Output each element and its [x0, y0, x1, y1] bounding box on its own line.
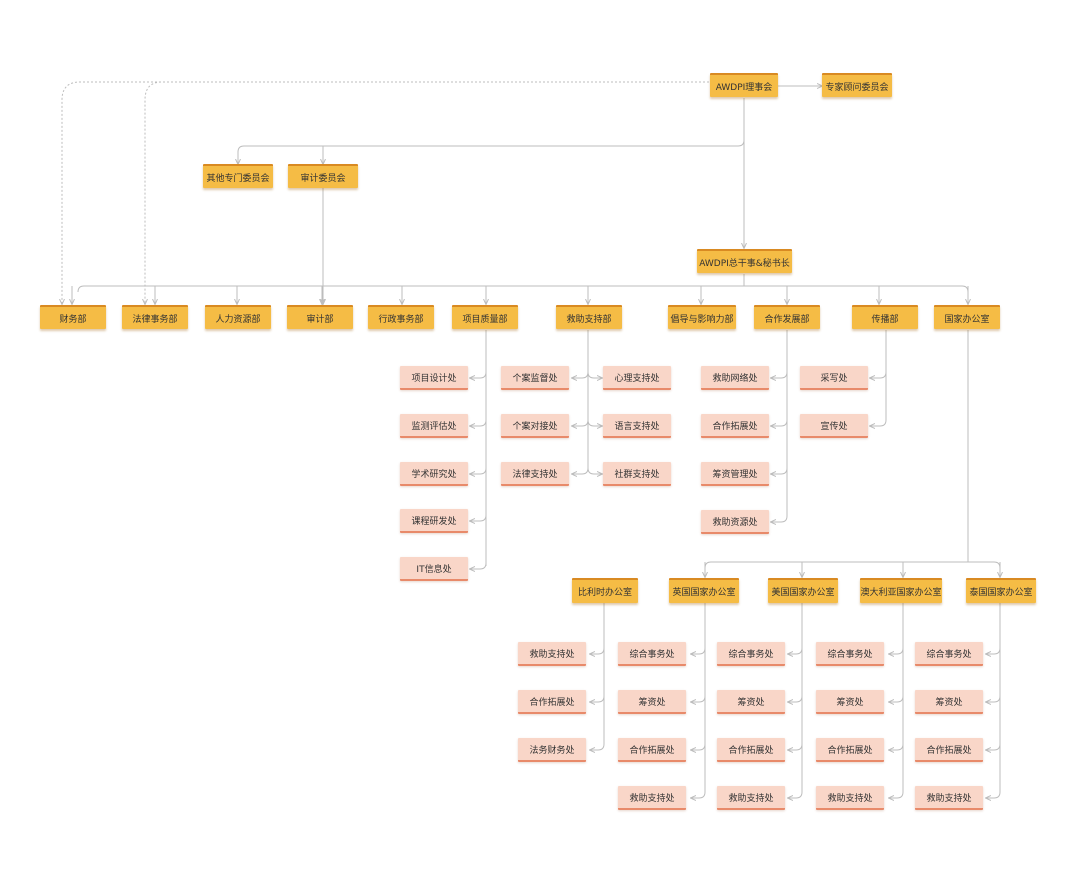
conn-coop-child-0 [771, 371, 788, 378]
node-dept-legal[interactable]: 法律事务部 [122, 305, 188, 329]
conn-quality-child-3 [470, 514, 487, 521]
node-uk-1[interactable]: 筹资处 [618, 690, 686, 714]
conn-office-0-child-2 [590, 743, 605, 750]
conn-quality-child-0 [470, 371, 487, 378]
node-th-0[interactable]: 综合事务处 [915, 642, 983, 666]
node-dept-quality[interactable]: 项目质量部 [452, 305, 518, 329]
node-office-2[interactable]: 美国国家办公室 [768, 578, 838, 603]
conn-office-3-child-1 [889, 695, 904, 702]
conn-quality-child-2 [470, 467, 487, 474]
conn-dept-bus [77, 285, 969, 293]
node-rescue-right-2[interactable]: 社群支持处 [603, 462, 671, 486]
conn-office-0-child-1 [590, 695, 605, 702]
conn-rescue-right-2 [587, 467, 602, 474]
conn-office-1-child-1 [691, 695, 706, 702]
node-au-0[interactable]: 综合事务处 [816, 642, 884, 666]
node-us-2[interactable]: 合作拓展处 [717, 738, 785, 762]
conn-comms-child-1 [870, 419, 887, 426]
conn-office-1-child-3 [691, 791, 706, 798]
node-us-3[interactable]: 救助支持处 [717, 786, 785, 810]
conn-office-4-child-0 [986, 647, 1001, 654]
node-belgium-1[interactable]: 合作拓展处 [518, 690, 586, 714]
node-belgium-0[interactable]: 救助支持处 [518, 642, 586, 666]
node-uk-0[interactable]: 综合事务处 [618, 642, 686, 666]
node-board[interactable]: AWDPI理事会 [710, 73, 778, 97]
conn-quality-child-1 [470, 419, 487, 426]
conn-office-4-child-3 [986, 791, 1001, 798]
conn-dashed-finance [62, 81, 709, 304]
conn-board-committees [238, 98, 745, 164]
conn-office-4-child-1 [986, 695, 1001, 702]
node-us-1[interactable]: 筹资处 [717, 690, 785, 714]
node-au-3[interactable]: 救助支持处 [816, 786, 884, 810]
conn-coop-child-2 [771, 467, 788, 474]
node-other-committee[interactable]: 其他专门委员会 [203, 164, 273, 188]
node-dept-hr[interactable]: 人力资源部 [205, 305, 271, 329]
node-office-1[interactable]: 英国国家办公室 [669, 578, 739, 603]
node-rescue-left-2[interactable]: 法律支持处 [501, 462, 569, 486]
node-rescue-left-1[interactable]: 个案对接处 [501, 414, 569, 438]
node-comms-1[interactable]: 宣传处 [800, 414, 868, 438]
conn-office-3-child-3 [889, 791, 904, 798]
conn-comms-child-0 [870, 371, 887, 378]
node-dept-finance[interactable]: 财务部 [40, 305, 106, 329]
conn-rescue-right-0 [587, 371, 602, 378]
conn-rescue-right-1 [587, 419, 602, 426]
conn-quality-child-4 [470, 562, 487, 569]
node-uk-3[interactable]: 救助支持处 [618, 786, 686, 810]
node-quality-0[interactable]: 项目设计处 [400, 366, 468, 390]
node-quality-2[interactable]: 学术研究处 [400, 462, 468, 486]
node-office-3[interactable]: 澳大利亚国家办公室 [860, 578, 942, 603]
node-comms-0[interactable]: 采写处 [800, 366, 868, 390]
node-quality-1[interactable]: 监测评估处 [400, 414, 468, 438]
node-dept-coop[interactable]: 合作发展部 [754, 305, 820, 329]
node-uk-2[interactable]: 合作拓展处 [618, 738, 686, 762]
node-th-3[interactable]: 救助支持处 [915, 786, 983, 810]
conn-office-0-child-0 [590, 647, 605, 654]
conn-office-3-child-0 [889, 647, 904, 654]
node-rescue-left-0[interactable]: 个案监督处 [501, 366, 569, 390]
conn-office-bus [704, 561, 1001, 569]
node-secretary-general[interactable]: AWDPI总干事&秘书长 [697, 249, 792, 273]
conn-office-2-child-0 [788, 647, 803, 654]
node-expert-committee[interactable]: 专家顾问委员会 [822, 73, 892, 97]
node-office-4[interactable]: 泰国国家办公室 [966, 578, 1036, 603]
conn-coop-child-1 [771, 419, 788, 426]
node-office-0[interactable]: 比利时办公室 [572, 578, 638, 603]
conn-coop-child-3 [771, 515, 788, 522]
node-coop-3[interactable]: 救助资源处 [701, 510, 769, 534]
conn-dashed-legal [145, 81, 709, 304]
node-us-0[interactable]: 综合事务处 [717, 642, 785, 666]
node-coop-1[interactable]: 合作拓展处 [701, 414, 769, 438]
conn-office-2-child-3 [788, 791, 803, 798]
node-dept-national[interactable]: 国家办公室 [934, 305, 1000, 329]
node-dept-advocacy[interactable]: 倡导与影响力部 [668, 305, 736, 329]
node-quality-3[interactable]: 课程研发处 [400, 509, 468, 533]
node-rescue-right-1[interactable]: 语言支持处 [603, 414, 671, 438]
conn-office-2-child-1 [788, 695, 803, 702]
node-coop-0[interactable]: 救助网络处 [701, 366, 769, 390]
node-rescue-right-0[interactable]: 心理支持处 [603, 366, 671, 390]
node-th-2[interactable]: 合作拓展处 [915, 738, 983, 762]
conn-office-3-child-2 [889, 743, 904, 750]
node-belgium-2[interactable]: 法务财务处 [518, 738, 586, 762]
node-dept-comms[interactable]: 传播部 [852, 305, 918, 329]
conn-office-4-child-2 [986, 743, 1001, 750]
node-quality-4[interactable]: IT信息处 [400, 557, 468, 581]
node-audit-committee[interactable]: 审计委员会 [288, 164, 358, 188]
node-dept-audit[interactable]: 审计部 [287, 305, 353, 329]
conn-office-1-child-2 [691, 743, 706, 750]
node-coop-2[interactable]: 筹资管理处 [701, 462, 769, 486]
node-th-1[interactable]: 筹资处 [915, 690, 983, 714]
node-au-1[interactable]: 筹资处 [816, 690, 884, 714]
conn-office-2-child-2 [788, 743, 803, 750]
node-dept-admin[interactable]: 行政事务部 [368, 305, 434, 329]
node-au-2[interactable]: 合作拓展处 [816, 738, 884, 762]
conn-office-1-child-0 [691, 647, 706, 654]
node-dept-rescue[interactable]: 救助支持部 [556, 305, 622, 329]
